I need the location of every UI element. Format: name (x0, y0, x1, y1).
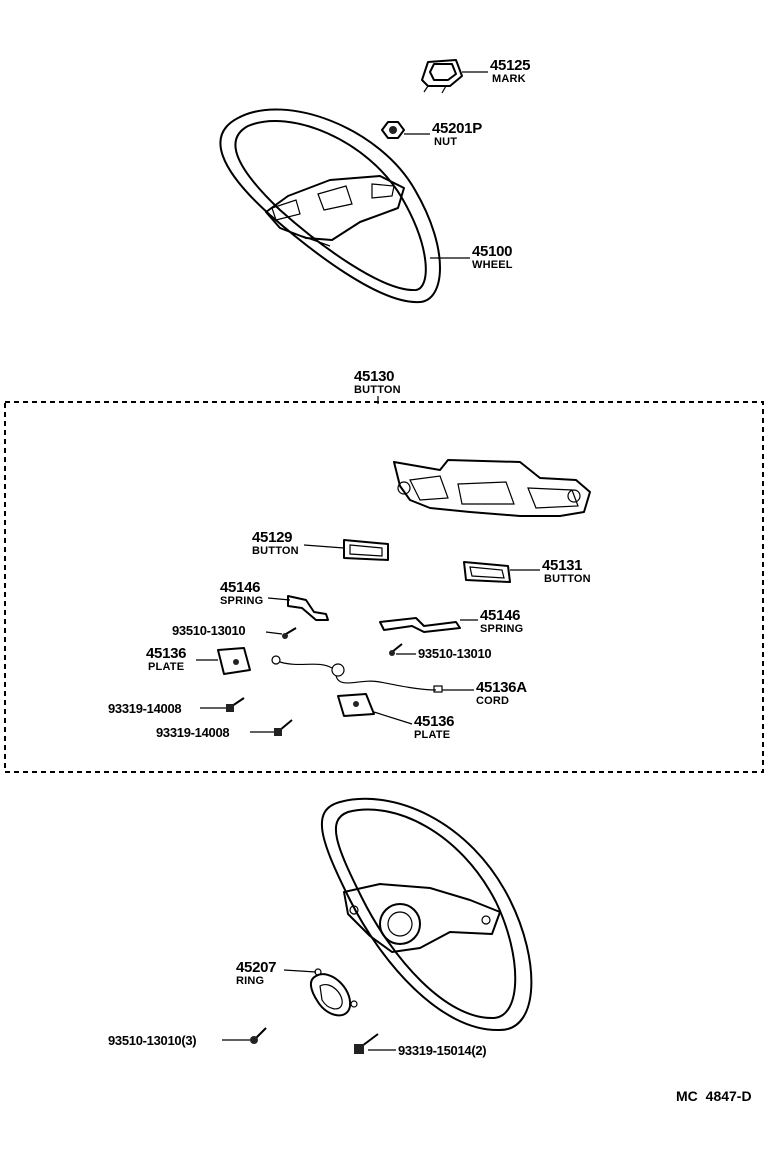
spring-left-number: 45146 (220, 579, 261, 596)
cord-number: 45136A (476, 679, 527, 696)
ring-name: RING (236, 975, 265, 987)
ring-part (310, 968, 358, 1017)
screw-b-part (389, 643, 403, 656)
button-assy-box (4, 401, 764, 773)
button-pad-part (393, 459, 591, 517)
ring-leader (283, 969, 317, 973)
wheel-number: 45100 (472, 243, 513, 260)
button-assy-name: BUTTON (354, 384, 401, 396)
screw-a-part (282, 627, 297, 639)
drawing-code: MC 4847-D (676, 1088, 752, 1104)
screw-a-label: 93510-13010 (172, 623, 246, 638)
screw-d-part (274, 719, 293, 736)
spring-left-leader (267, 597, 291, 601)
nut-part (381, 121, 405, 139)
button-assy-number: 45130 (354, 368, 395, 385)
spring-right-name: SPRING (480, 623, 524, 635)
spring-left-name: SPRING (220, 595, 264, 607)
button-45129-number: 45129 (252, 529, 293, 546)
cord-name: CORD (476, 695, 510, 707)
button-45129-part (343, 539, 389, 561)
mark-number: 45125 (490, 57, 531, 74)
screw-c-label: 93319-14008 (108, 701, 182, 716)
screw-f-part (354, 1033, 379, 1054)
plate-right-name: PLATE (414, 729, 451, 741)
cord-part (271, 655, 443, 693)
nut-name: NUT (434, 136, 458, 148)
plate-left-name: PLATE (148, 661, 185, 673)
spring-left-part (287, 595, 329, 621)
screw-b-label: 93510-13010 (418, 646, 492, 661)
screw-c-part (226, 697, 245, 712)
spring-right-number: 45146 (480, 607, 521, 624)
mark-name: MARK (492, 73, 526, 85)
spring-right-part (379, 617, 461, 633)
plate-left-part (217, 647, 251, 675)
nut-number: 45201P (432, 120, 482, 137)
button-45129-leader (303, 544, 345, 549)
button-45129-name: BUTTON (252, 545, 299, 557)
screw-a-leader (265, 631, 283, 635)
mark-part (421, 59, 463, 94)
ring-number: 45207 (236, 959, 277, 976)
button-45131-number: 45131 (542, 557, 583, 574)
lower-wheel-part (320, 797, 533, 1032)
wheel-name: WHEEL (472, 259, 513, 271)
screw-d-label: 93319-14008 (156, 725, 230, 740)
screw-f-label: 93319-15014(2) (398, 1043, 487, 1058)
plate-right-leader (373, 711, 413, 725)
button-45131-part (463, 561, 511, 583)
upper-wheel-part (219, 108, 441, 304)
screw-e-label: 93510-13010(3) (108, 1033, 197, 1048)
screw-e-part (250, 1027, 267, 1044)
plate-right-part (337, 693, 375, 717)
plate-right-number: 45136 (414, 713, 455, 730)
button-45131-name: BUTTON (544, 573, 591, 585)
plate-left-number: 45136 (146, 645, 187, 662)
